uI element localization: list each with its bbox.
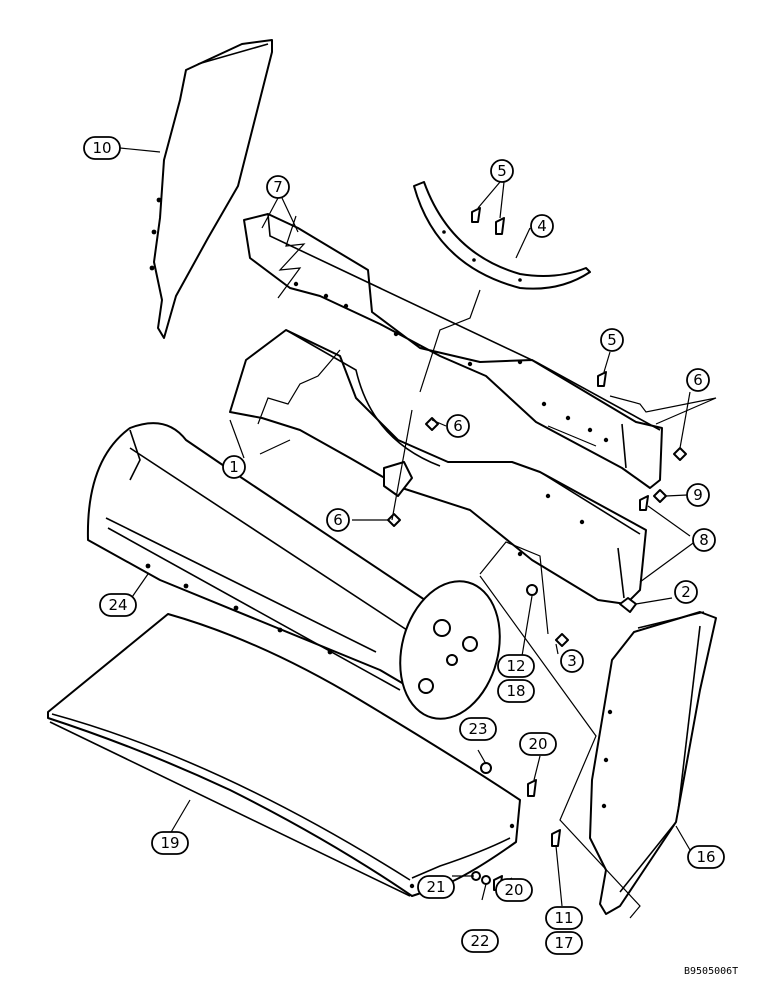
callout-16: 16 — [687, 845, 725, 869]
callout-9: 9 — [686, 483, 710, 507]
part-1-lower-channel — [229, 329, 647, 605]
reference-code: B9505006T — [684, 966, 738, 977]
callout-20: 20 — [495, 878, 533, 902]
callout-19: 19 — [151, 831, 189, 855]
callout-label: 21 — [426, 878, 445, 896]
callout-17: 17 — [545, 931, 583, 955]
callout-6: 6 — [446, 414, 470, 438]
callout-5: 5 — [490, 159, 514, 183]
callout-label: 6 — [453, 417, 463, 435]
callout-5: 5 — [600, 328, 624, 352]
callout-11: 11 — [545, 906, 583, 930]
callout-4: 4 — [530, 214, 554, 238]
callout-21: 21 — [417, 875, 455, 899]
callout-label: 6 — [693, 371, 703, 389]
callout-label: 11 — [554, 909, 573, 927]
callout-3: 3 — [560, 649, 584, 673]
callout-label: 24 — [108, 596, 127, 614]
callout-label: 12 — [506, 657, 525, 675]
callout-label: 3 — [567, 652, 577, 670]
callout-10: 10 — [83, 136, 121, 160]
part-10-left-shield — [149, 39, 273, 339]
callout-22: 22 — [461, 929, 499, 953]
callout-12: 12 — [497, 654, 535, 678]
part-16-right-shield — [589, 611, 717, 915]
callout-24: 24 — [99, 593, 137, 617]
callout-label: 17 — [554, 934, 573, 952]
callout-balloons: 10 7 5 4 5 6 6 1 — [83, 136, 725, 955]
part-19-pan — [47, 613, 521, 897]
callout-6: 6 — [686, 368, 710, 392]
callout-label: 9 — [693, 486, 703, 504]
callout-label: 6 — [333, 511, 343, 529]
leader-lines — [119, 147, 717, 919]
callout-23: 23 — [459, 717, 497, 741]
callout-label: 2 — [681, 583, 691, 601]
part-7-upper-channel — [243, 213, 663, 489]
callout-label: 23 — [468, 720, 487, 738]
callout-1: 1 — [222, 455, 246, 479]
fasteners — [387, 207, 687, 891]
callout-label: 1 — [229, 458, 239, 476]
callout-label: 5 — [497, 162, 507, 180]
callout-label: 19 — [160, 834, 179, 852]
callout-label: 20 — [528, 735, 547, 753]
callout-label: 7 — [273, 178, 283, 196]
callout-label: 20 — [504, 881, 523, 899]
callout-label: 22 — [470, 932, 489, 950]
callout-6: 6 — [326, 508, 350, 532]
callout-label: 10 — [92, 139, 111, 157]
callout-label: 5 — [607, 331, 617, 349]
callout-7: 7 — [266, 175, 290, 199]
callout-8: 8 — [692, 528, 716, 552]
callout-label: 16 — [696, 848, 715, 866]
callout-2: 2 — [674, 580, 698, 604]
callout-label: 8 — [699, 531, 709, 549]
part-24-drum — [86, 422, 501, 720]
part-4-curved-strip — [413, 181, 591, 290]
callout-label: 4 — [537, 217, 547, 235]
callout-label: 18 — [506, 682, 525, 700]
callout-20: 20 — [519, 732, 557, 756]
callout-18: 18 — [497, 679, 535, 703]
